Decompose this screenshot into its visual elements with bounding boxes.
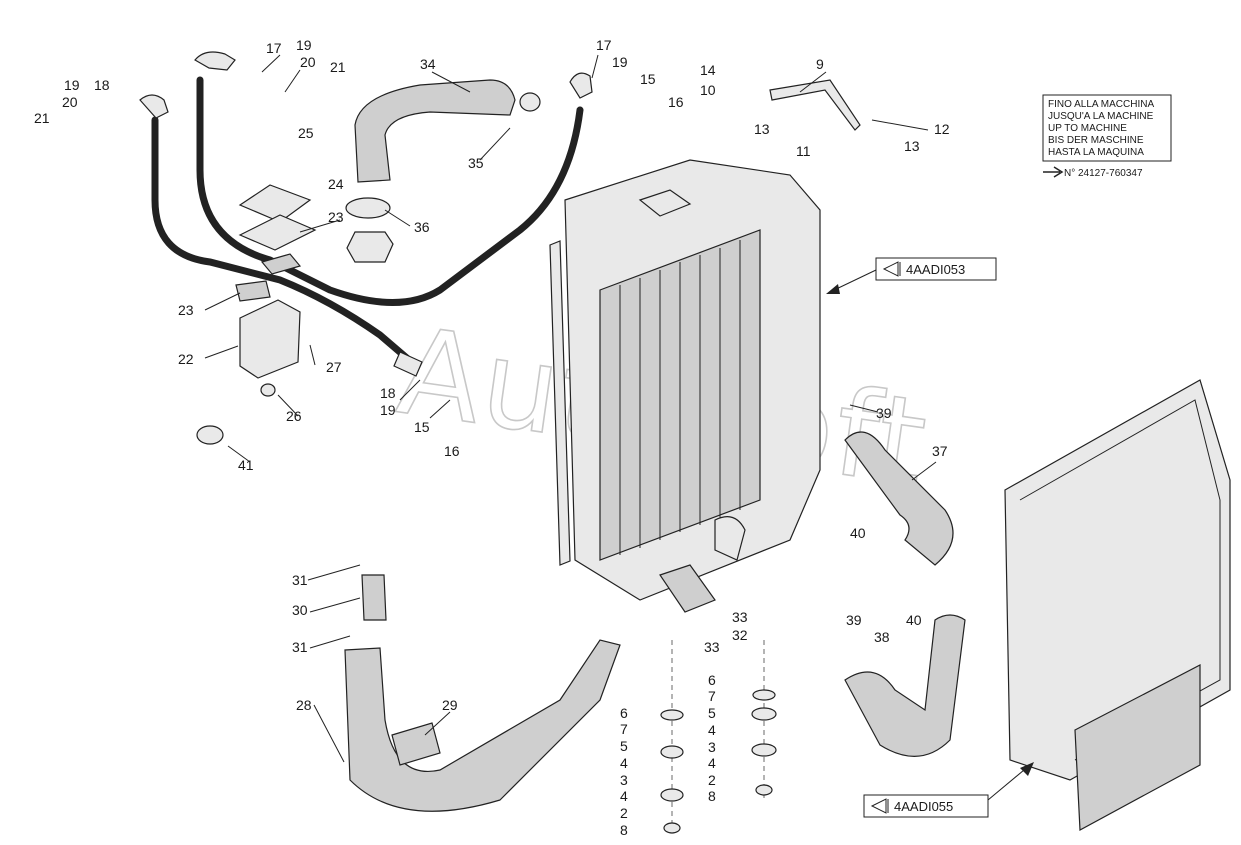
callout-label: 13	[904, 138, 920, 154]
callout-label: 2	[620, 805, 628, 821]
callout-label: 38	[874, 629, 890, 645]
ref-shroud[interactable]: 4AADI055	[863, 762, 1034, 818]
lower-hoses	[344, 431, 966, 812]
callout-label: 23	[328, 209, 344, 225]
callout-label: 40	[906, 612, 922, 628]
callout-label: 22	[178, 351, 194, 367]
callout-label: 32	[732, 627, 748, 643]
callout-label: 39	[876, 405, 892, 421]
callout-label: 36	[414, 219, 430, 235]
callout-label: 41	[238, 457, 254, 473]
callout-label: 19	[64, 77, 80, 93]
callout-label: 13	[754, 121, 770, 137]
callout-label: 40	[850, 525, 866, 541]
callout-label: 10	[700, 82, 716, 98]
callout-label: 31	[292, 639, 308, 655]
callout-label: 30	[292, 602, 308, 618]
callout-label: 29	[442, 697, 458, 713]
callout-label: 11	[796, 143, 811, 159]
callout-label: 6	[708, 672, 716, 688]
callout-label: 17	[596, 37, 612, 53]
leader-lines	[204, 54, 937, 763]
callout-label: 8	[708, 788, 716, 804]
upper-hose-34	[345, 79, 541, 263]
callout-label: 5	[708, 705, 716, 721]
callout-label: 3	[620, 772, 628, 788]
oil-line-hoses	[139, 51, 593, 377]
callout-label: 14	[700, 62, 716, 78]
callout-label: 34	[420, 56, 436, 72]
callout-label: 33	[732, 609, 748, 625]
callout-label: 21	[34, 110, 50, 126]
callout-label: 4	[708, 755, 716, 771]
callout-label: 4	[620, 755, 628, 771]
callout-label: 15	[414, 419, 430, 435]
radiator-assembly	[549, 159, 821, 601]
callout-label: 19	[380, 402, 396, 418]
note-line: JUSQU'A LA MACHINE	[1048, 111, 1154, 122]
callout-labels: 17 19 20 21 34 17 19 15 16 14 10 9 13 11…	[34, 37, 950, 838]
arrowhead-icon	[826, 284, 840, 294]
note-line: BIS DER MASCHINE	[1048, 135, 1144, 146]
ref-label: 4AADI053	[906, 262, 965, 277]
view-icon	[870, 798, 889, 814]
callout-label: 25	[298, 125, 314, 141]
ref-label: 4AADI055	[894, 799, 953, 814]
callout-label: 19	[612, 54, 628, 70]
note-box	[1042, 94, 1172, 162]
callout-label: 9	[816, 56, 824, 72]
callout-label: 35	[468, 155, 484, 171]
callout-label: 20	[300, 54, 316, 70]
callout-label: 12	[934, 121, 950, 137]
ref-radiator[interactable]: 4AADI053	[826, 257, 997, 294]
callout-label: 18	[94, 77, 110, 93]
callout-label: 33	[704, 639, 720, 655]
callout-label: 7	[620, 721, 628, 737]
callout-label: 8	[620, 822, 628, 838]
serial-number: N° 24127-760347	[1064, 168, 1143, 179]
callout-label: 26	[286, 408, 302, 424]
callout-label: 23	[178, 302, 194, 318]
callout-label: 18	[380, 385, 396, 401]
note-line: FINO ALLA MACCHINA	[1048, 99, 1154, 110]
callout-label: 37	[932, 443, 948, 459]
callout-label: 28	[296, 697, 312, 713]
callout-label: 6	[620, 705, 628, 721]
arrow-icon	[1043, 166, 1064, 178]
callout-label: 17	[266, 40, 282, 56]
arrowhead-icon	[1020, 762, 1034, 776]
callout-label: 7	[708, 688, 716, 704]
view-icon	[882, 261, 901, 277]
mounting-blocks	[196, 184, 317, 445]
fan-shroud	[1004, 379, 1231, 831]
machine-range-note: FINO ALLA MACCHINA JUSQU'A LA MACHINE UP…	[1042, 94, 1172, 179]
note-line: UP TO MACHINE	[1048, 123, 1127, 134]
callout-label: 24	[328, 176, 344, 192]
callout-label: 20	[62, 94, 78, 110]
callout-label: 2	[708, 772, 716, 788]
callout-label: 39	[846, 612, 862, 628]
callout-label: 27	[326, 359, 342, 375]
callout-label: 5	[620, 738, 628, 754]
callout-label: 4	[708, 722, 716, 738]
callout-label: 16	[444, 443, 460, 459]
callout-label: 3	[708, 739, 716, 755]
callout-label: 15	[640, 71, 656, 87]
callout-label: 31	[292, 572, 308, 588]
bracket-9	[769, 79, 861, 131]
mount-stacks	[660, 640, 777, 834]
callout-label: 4	[620, 788, 628, 804]
note-line: HASTA LA MAQUINA	[1048, 147, 1144, 158]
callout-label: 16	[668, 94, 684, 110]
callout-label: 19	[296, 37, 312, 53]
callout-label: 21	[330, 59, 346, 75]
